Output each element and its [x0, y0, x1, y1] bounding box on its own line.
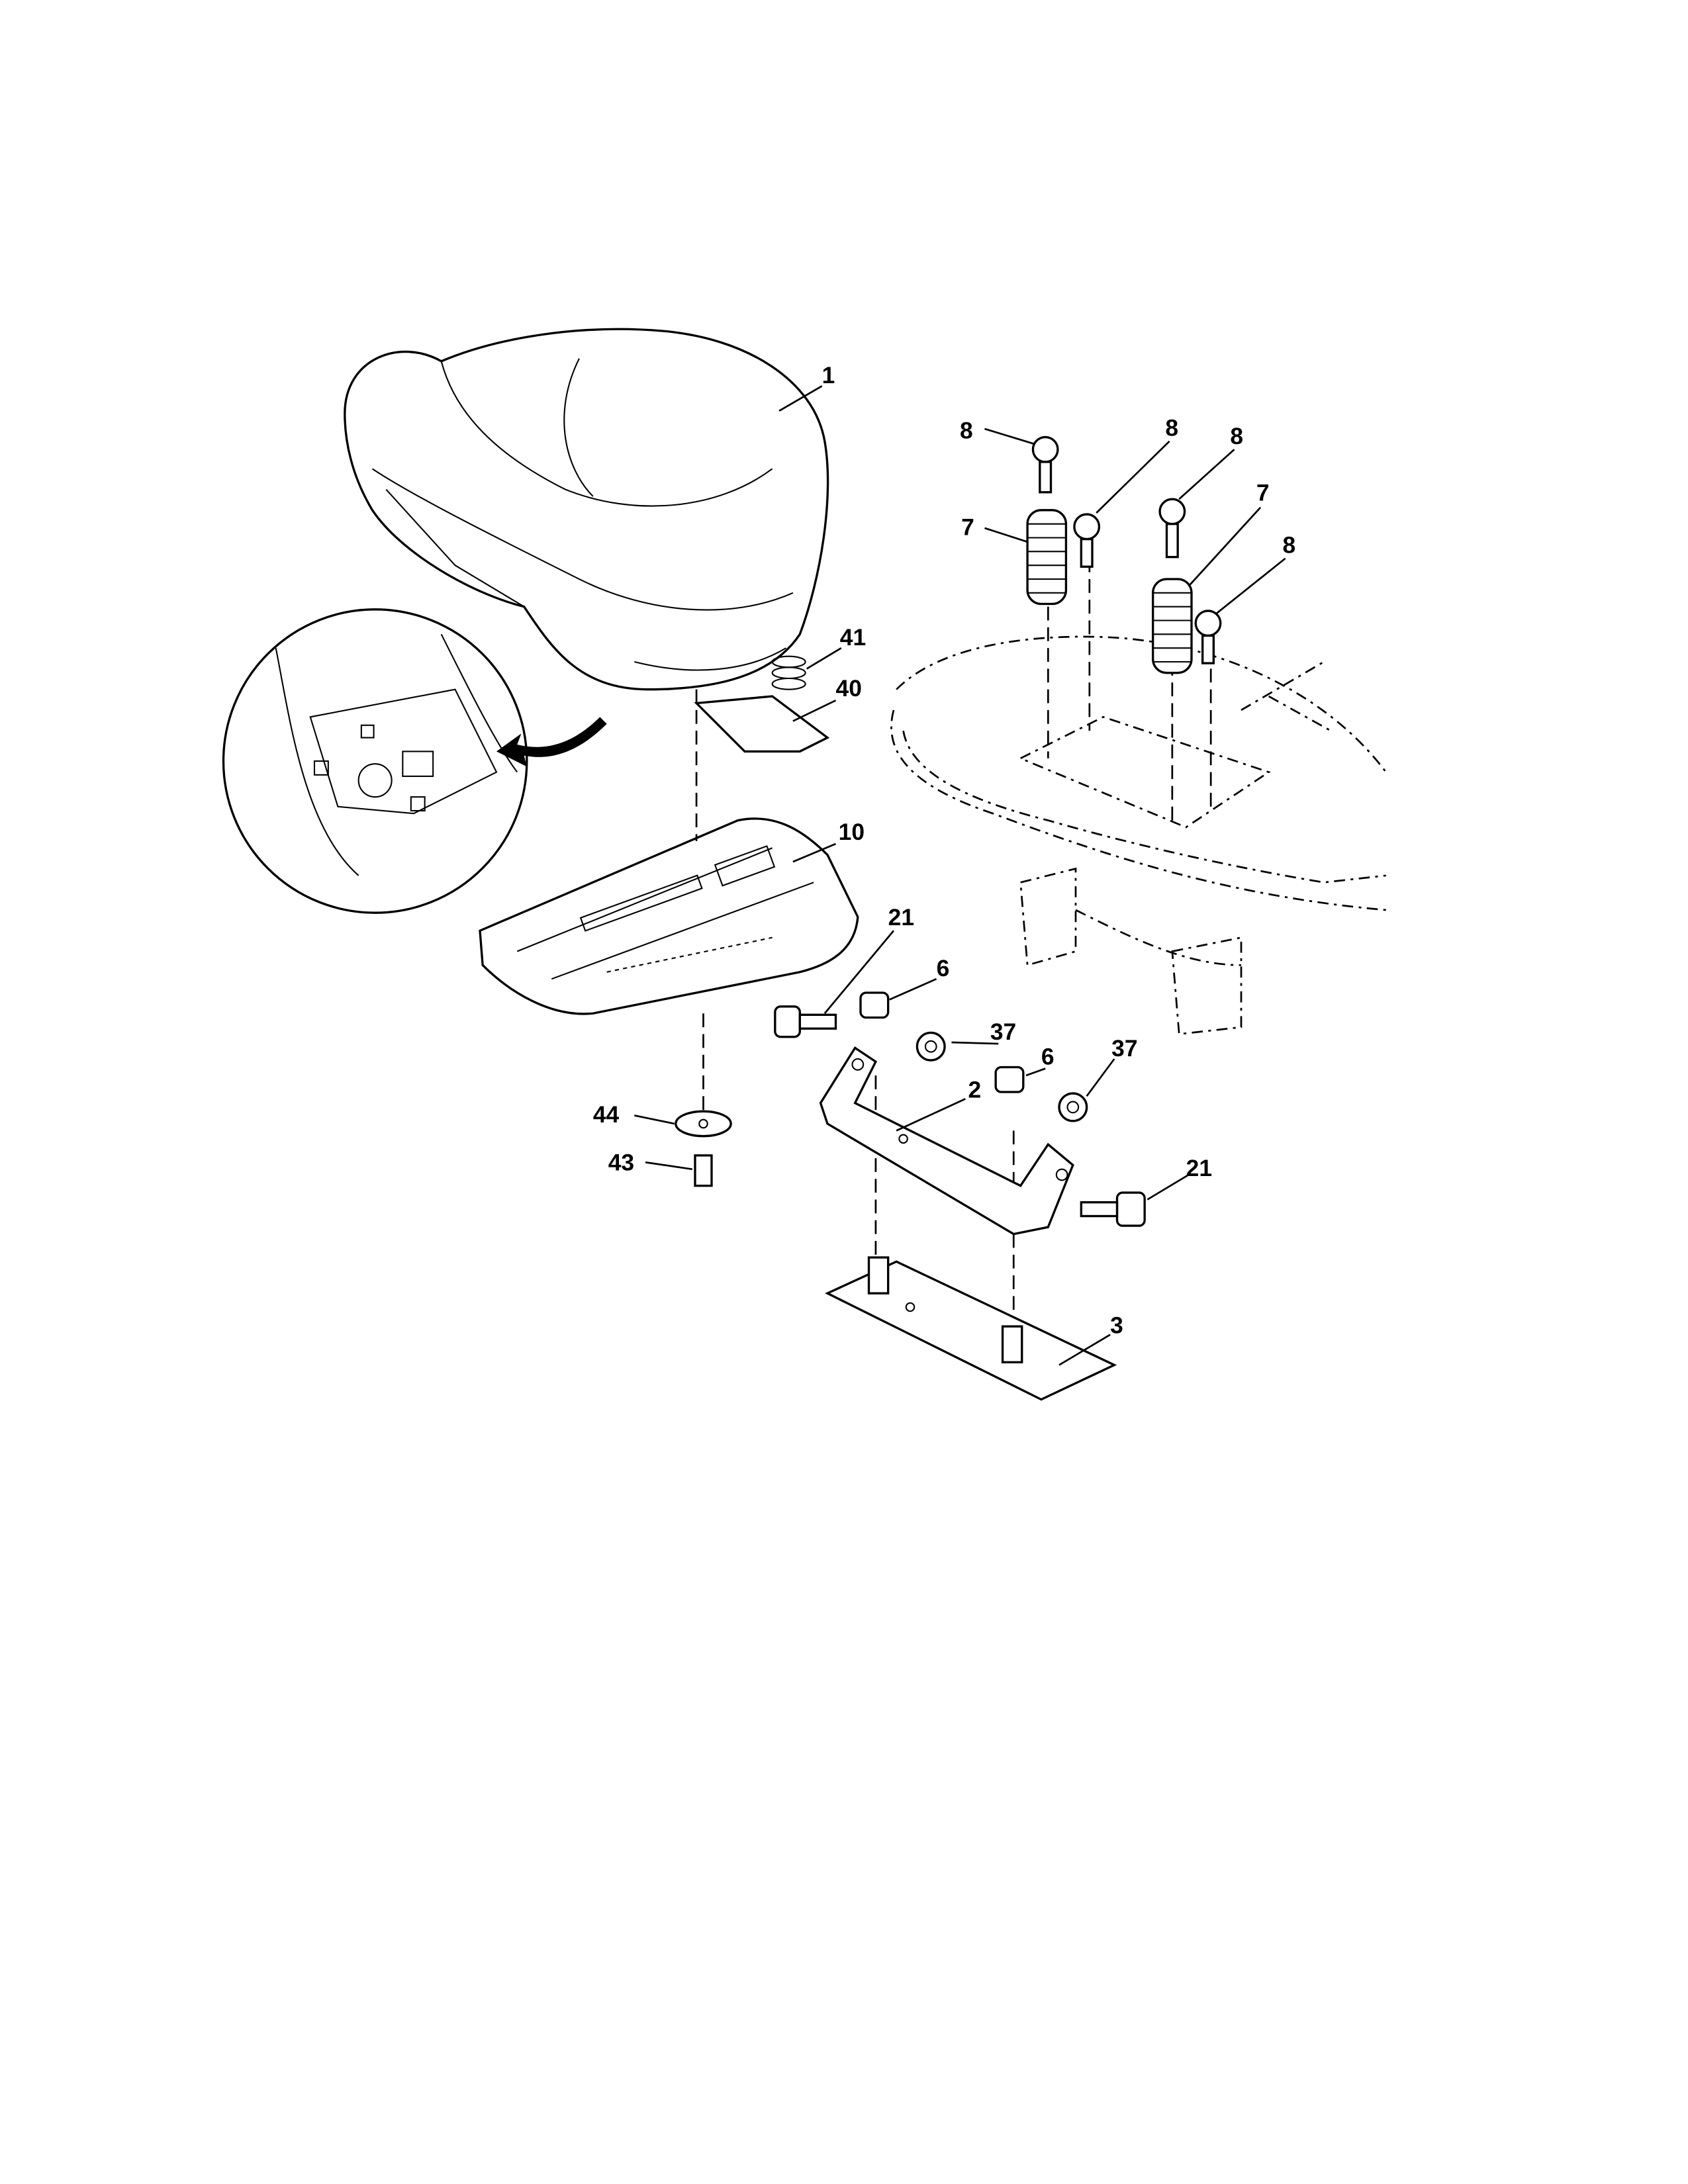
arrow-icon [496, 717, 607, 767]
bolt-part-8 [1158, 498, 1186, 559]
spring-part-7 [1026, 509, 1068, 606]
plate-part-3 [825, 1256, 1117, 1401]
bracket-part-40 [694, 695, 830, 753]
callout-6: 6 [937, 955, 950, 981]
nut-part-37 [915, 1031, 946, 1062]
bolt-part-43 [694, 1154, 713, 1187]
seat-part-1 [344, 328, 829, 691]
washer-part-44 [675, 1110, 732, 1138]
seat-pan-part-10 [479, 817, 859, 1015]
callout-7: 7 [1256, 479, 1270, 506]
callout-10: 10 [839, 819, 865, 845]
callout-41: 41 [840, 624, 866, 651]
callout-21: 21 [888, 904, 914, 931]
nut-part-6 [994, 1066, 1025, 1093]
bracket-part-2 [819, 1046, 1074, 1236]
spring-part-41 [771, 655, 806, 690]
callout-37: 37 [990, 1019, 1016, 1045]
leader-lines [634, 385, 1286, 1366]
callout-2: 2 [968, 1076, 982, 1103]
callout-6: 6 [1041, 1043, 1055, 1069]
callout-43: 43 [608, 1150, 634, 1176]
bolt-part-21 [1080, 1191, 1146, 1227]
nut-part-6 [859, 991, 890, 1019]
callout-8: 8 [960, 418, 973, 444]
callout-1: 1 [822, 362, 835, 388]
callout-8: 8 [1230, 423, 1243, 449]
bolt-part-8 [1073, 513, 1101, 568]
callout-8: 8 [1165, 414, 1178, 441]
callout-44: 44 [593, 1101, 620, 1128]
bolt-part-21 [774, 1005, 837, 1038]
callout-40: 40 [836, 675, 862, 702]
bolt-part-8 [1194, 610, 1222, 664]
spring-part-7 [1152, 578, 1193, 674]
callout-8: 8 [1283, 531, 1296, 558]
callout-7: 7 [961, 514, 974, 540]
callout-37: 37 [1111, 1035, 1137, 1062]
bolt-part-8 [1031, 435, 1059, 494]
callout-3: 3 [1110, 1312, 1123, 1339]
tractor-frame [890, 635, 1387, 1035]
detail-inset [222, 608, 528, 914]
callout-21: 21 [1186, 1155, 1212, 1181]
nut-part-37 [1058, 1092, 1088, 1122]
